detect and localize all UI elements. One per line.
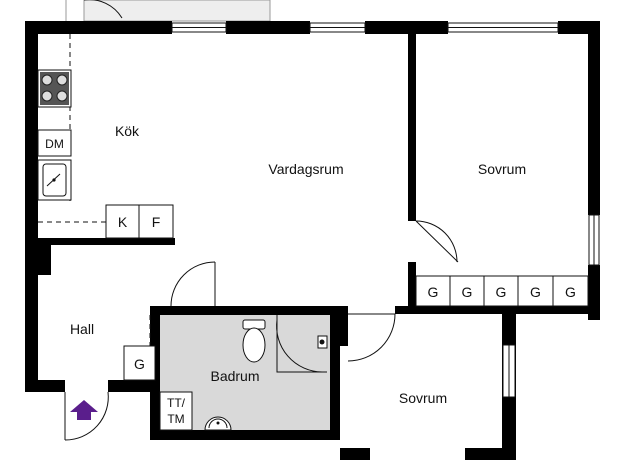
hall-wardrobe: G: [123, 315, 156, 381]
wardrobe-row: G G G G G: [415, 275, 589, 307]
room-label-kitchen: Kök: [115, 123, 140, 139]
doors: [64, 220, 459, 441]
balcony-door-swing: [84, 0, 123, 19]
washer-label-line2: TM: [167, 412, 184, 426]
wardrobe-label: G: [565, 284, 576, 300]
stove: [37, 69, 72, 108]
washer-label-line1: TT/: [167, 396, 186, 410]
wardrobe-label: G: [134, 356, 145, 372]
bathroom-door: [170, 261, 216, 307]
kitchen-counter: [38, 34, 106, 223]
room-label-bedroom: Sovrum: [478, 161, 526, 177]
balcony: [65, 0, 271, 22]
fridge: K: [105, 204, 140, 239]
toilet: [242, 319, 266, 363]
room-label-bedroom: Sovrum: [399, 390, 447, 406]
washing-machine: TT/ TM: [159, 391, 193, 431]
bedroom-lower-door: [347, 313, 396, 362]
entry-arrow-icon: [70, 400, 98, 420]
room-label-bathroom: Badrum: [210, 368, 259, 384]
dishwasher: DM: [37, 129, 72, 157]
dishwasher-label: DM: [45, 137, 64, 151]
room-label-hall: Hall: [70, 321, 94, 337]
wardrobe-label: G: [496, 284, 507, 300]
window: [588, 214, 600, 266]
washbasin: [204, 416, 232, 431]
window: [447, 22, 559, 33]
shower: [276, 315, 328, 373]
window: [309, 22, 366, 33]
bedroom-door: [415, 220, 459, 263]
wardrobe-label: G: [530, 284, 541, 300]
freezer: F: [138, 204, 174, 239]
windows: [171, 22, 600, 398]
entrance-door: [64, 391, 109, 441]
window: [171, 22, 227, 33]
freezer-label: F: [152, 214, 161, 230]
wardrobe-label: G: [462, 284, 473, 300]
wardrobe-label: G: [428, 284, 439, 300]
window: [502, 344, 516, 398]
kitchen-sink: [37, 159, 72, 201]
fridge-label: K: [118, 214, 128, 230]
room-label-living-room: Vardagsrum: [268, 161, 343, 177]
